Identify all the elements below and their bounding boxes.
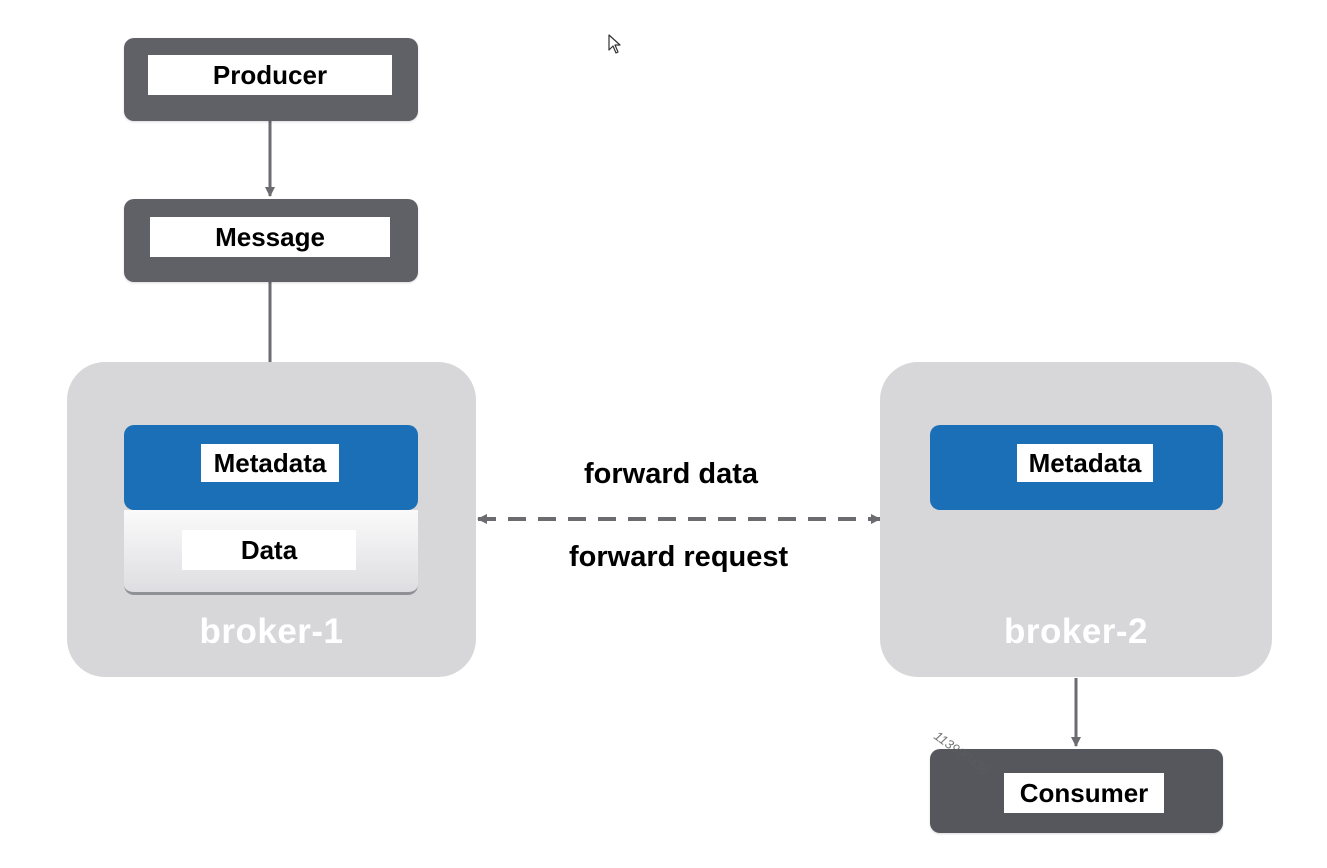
mouse-cursor-icon [608, 34, 621, 54]
broker-1-container: Metadata Data broker-1 [67, 362, 476, 677]
broker-2-container: Metadata broker-2 [880, 362, 1272, 677]
message-label: Message [150, 217, 390, 257]
forward-request-label: forward request [569, 541, 789, 573]
producer-label: Producer [148, 55, 392, 95]
broker-2-name: broker-2 [1003, 612, 1149, 651]
broker-2-metadata-label: Metadata [1017, 444, 1153, 482]
broker-1-metadata-label: Metadata [201, 444, 339, 482]
broker-1-name: broker-1 [199, 612, 344, 651]
consumer-node: Consumer [930, 749, 1223, 833]
broker-1-data-label: Data [182, 530, 356, 570]
broker-1-metadata-box: Metadata [124, 425, 418, 510]
broker-1-data-box: Data [124, 510, 418, 595]
consumer-label: Consumer [1004, 773, 1164, 813]
producer-node: Producer [124, 38, 418, 121]
message-node: Message [124, 199, 418, 282]
forward-data-label: forward data [584, 458, 759, 490]
broker-2-metadata-box: Metadata [930, 425, 1223, 510]
